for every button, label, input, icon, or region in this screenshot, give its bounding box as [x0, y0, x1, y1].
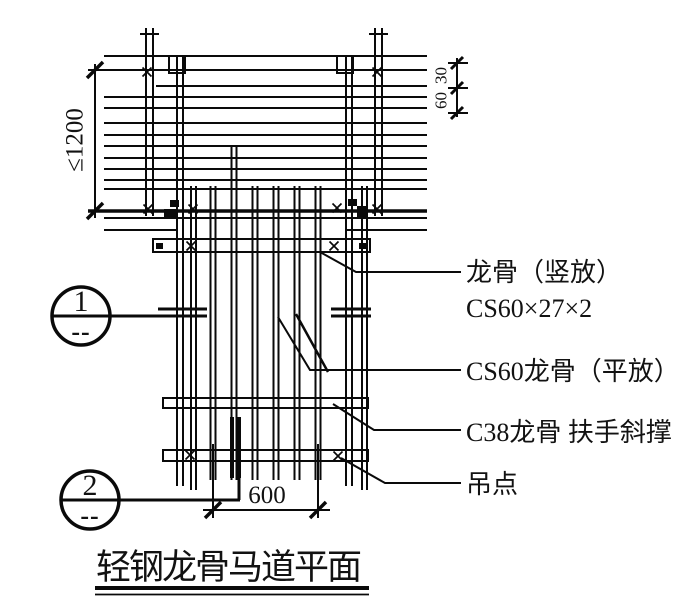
- dim-right-upper-value: 30: [432, 67, 451, 84]
- grid-horizontal-lines: [88, 55, 427, 231]
- cross-support-band-middle: [162, 397, 369, 409]
- cross-support-band-bottom: [162, 449, 369, 462]
- dim-left-value: ≤1200: [62, 108, 89, 172]
- dim-right-ticks: [449, 55, 465, 121]
- handrail-brace-diagonal: [294, 313, 330, 373]
- dim-bottom-lines: [203, 444, 330, 518]
- section1-ref: --: [71, 317, 90, 346]
- label-keel-vertical-spec: CS60×27×2: [466, 294, 592, 323]
- section1-bubble: [50, 285, 112, 347]
- leader-brace: [332, 403, 461, 431]
- leader-keel-flat: [277, 316, 461, 371]
- section2-cut-bars: [230, 417, 241, 478]
- section2-ref: --: [80, 501, 99, 530]
- drawing-title-group: 轻钢龙骨马道平面: [95, 548, 369, 596]
- label-keel-flat: CS60龙骨（平放）: [466, 357, 680, 386]
- section2-bubble: [59, 469, 121, 531]
- label-keel-vertical: 龙骨（竖放）: [466, 258, 622, 287]
- section-marker-1: 1 --: [50, 285, 206, 347]
- leader-hang-point: [340, 457, 461, 484]
- leader-lines: [277, 251, 461, 484]
- section1-number: 1: [74, 285, 89, 318]
- annotation-labels: 龙骨（竖放） CS60×27×2 CS60龙骨（平放） C38龙骨 扶手斜撑 吊…: [466, 258, 680, 499]
- leader-keel-vertical: [319, 251, 461, 273]
- dim-bottom-value: 600: [248, 482, 286, 509]
- cross-support-band-top: [152, 238, 371, 253]
- dimension-left: ≤1200: [62, 60, 105, 221]
- label-hang-point: 吊点: [466, 470, 518, 499]
- dim-bottom-ticks: [203, 500, 328, 520]
- section2-number: 2: [83, 469, 98, 502]
- grid-vertical-hangers: [140, 28, 388, 216]
- section2-leader-line: [61, 478, 241, 502]
- dimension-right: 30 60: [432, 55, 468, 121]
- catwalk-structure: [141, 57, 383, 490]
- dim-right-lower-value: 60: [432, 92, 451, 109]
- section-marker-2: 2 --: [59, 469, 241, 531]
- fastener-x-marks: [141, 66, 383, 462]
- vertical-keel-lines: [209, 186, 322, 480]
- label-brace: C38龙骨 扶手斜撑: [466, 418, 672, 447]
- dim-left-ticks: [85, 60, 105, 221]
- dimension-bottom: 600: [203, 444, 330, 520]
- drawing-title: 轻钢龙骨马道平面: [96, 548, 361, 587]
- side-rails: [176, 57, 368, 490]
